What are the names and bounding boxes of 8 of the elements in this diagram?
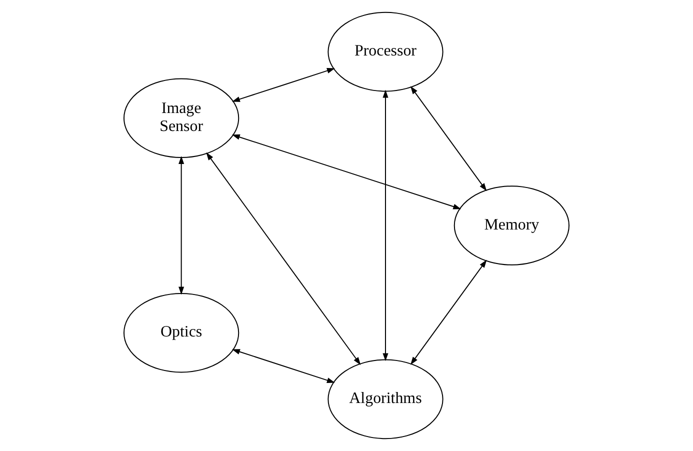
arrow (232, 68, 335, 102)
arrow (232, 349, 335, 383)
arrow (410, 86, 487, 192)
arrow (206, 152, 361, 366)
arrow (232, 134, 462, 210)
arrow (178, 156, 184, 295)
arrow (410, 260, 487, 365)
arrow (382, 90, 388, 362)
